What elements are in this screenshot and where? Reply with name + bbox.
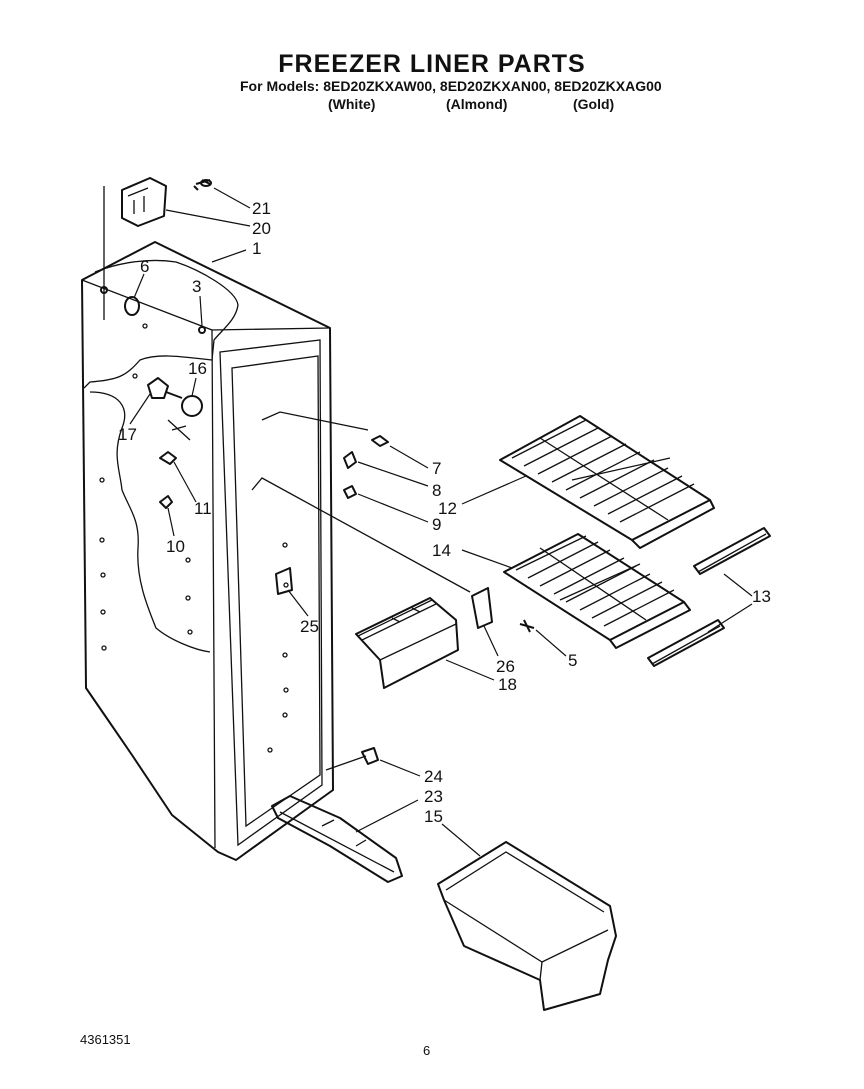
callout-23: 23 [424,787,443,806]
callout-25: 25 [300,617,319,636]
color-almond: (Almond) [446,96,508,112]
callout-14: 14 [432,541,451,560]
callout-numbers: 21 20 1 6 3 16 17 11 10 7 8 12 9 14 13 5… [118,199,771,826]
callout-7: 7 [432,459,441,478]
cover-18 [355,597,459,689]
callout-11: 11 [194,499,212,518]
callout-5: 5 [568,651,577,670]
wire-shelf-lower [503,533,691,649]
color-white: (White) [328,96,376,112]
shelf-hardware [275,435,535,633]
models-line: For Models: 8ED20ZKXAW00, 8ED20ZKXAN00, … [240,78,662,94]
top-bracket [103,177,212,320]
callout-8: 8 [432,481,441,500]
callout-18: 18 [498,675,517,694]
liner-holes [99,323,289,753]
callout-13: 13 [752,587,771,606]
callout-26: 26 [496,657,515,676]
bottom-support [271,747,403,883]
callout-15: 15 [424,807,443,826]
light-assembly [100,286,206,509]
callout-24: 24 [424,767,443,786]
callout-20: 20 [252,219,271,238]
freezer-bin [437,841,617,1011]
callout-21: 21 [252,199,271,218]
freezer-liner [81,241,471,861]
callout-3: 3 [192,277,201,296]
wire-shelf-upper [499,415,715,549]
page-title: FREEZER LINER PARTS [278,50,586,78]
callout-10: 10 [166,537,185,556]
callout-17: 17 [118,425,137,444]
callout-9: 9 [432,515,441,534]
shelf-rails [647,527,771,667]
callout-1: 1 [252,239,261,258]
page-number: 6 [423,1043,431,1058]
leader-lines [129,187,753,857]
color-gold: (Gold) [573,96,615,112]
callout-12: 12 [438,499,457,518]
callout-6: 6 [140,257,149,276]
document-number: 4361351 [80,1032,131,1047]
callout-16: 16 [188,359,207,378]
